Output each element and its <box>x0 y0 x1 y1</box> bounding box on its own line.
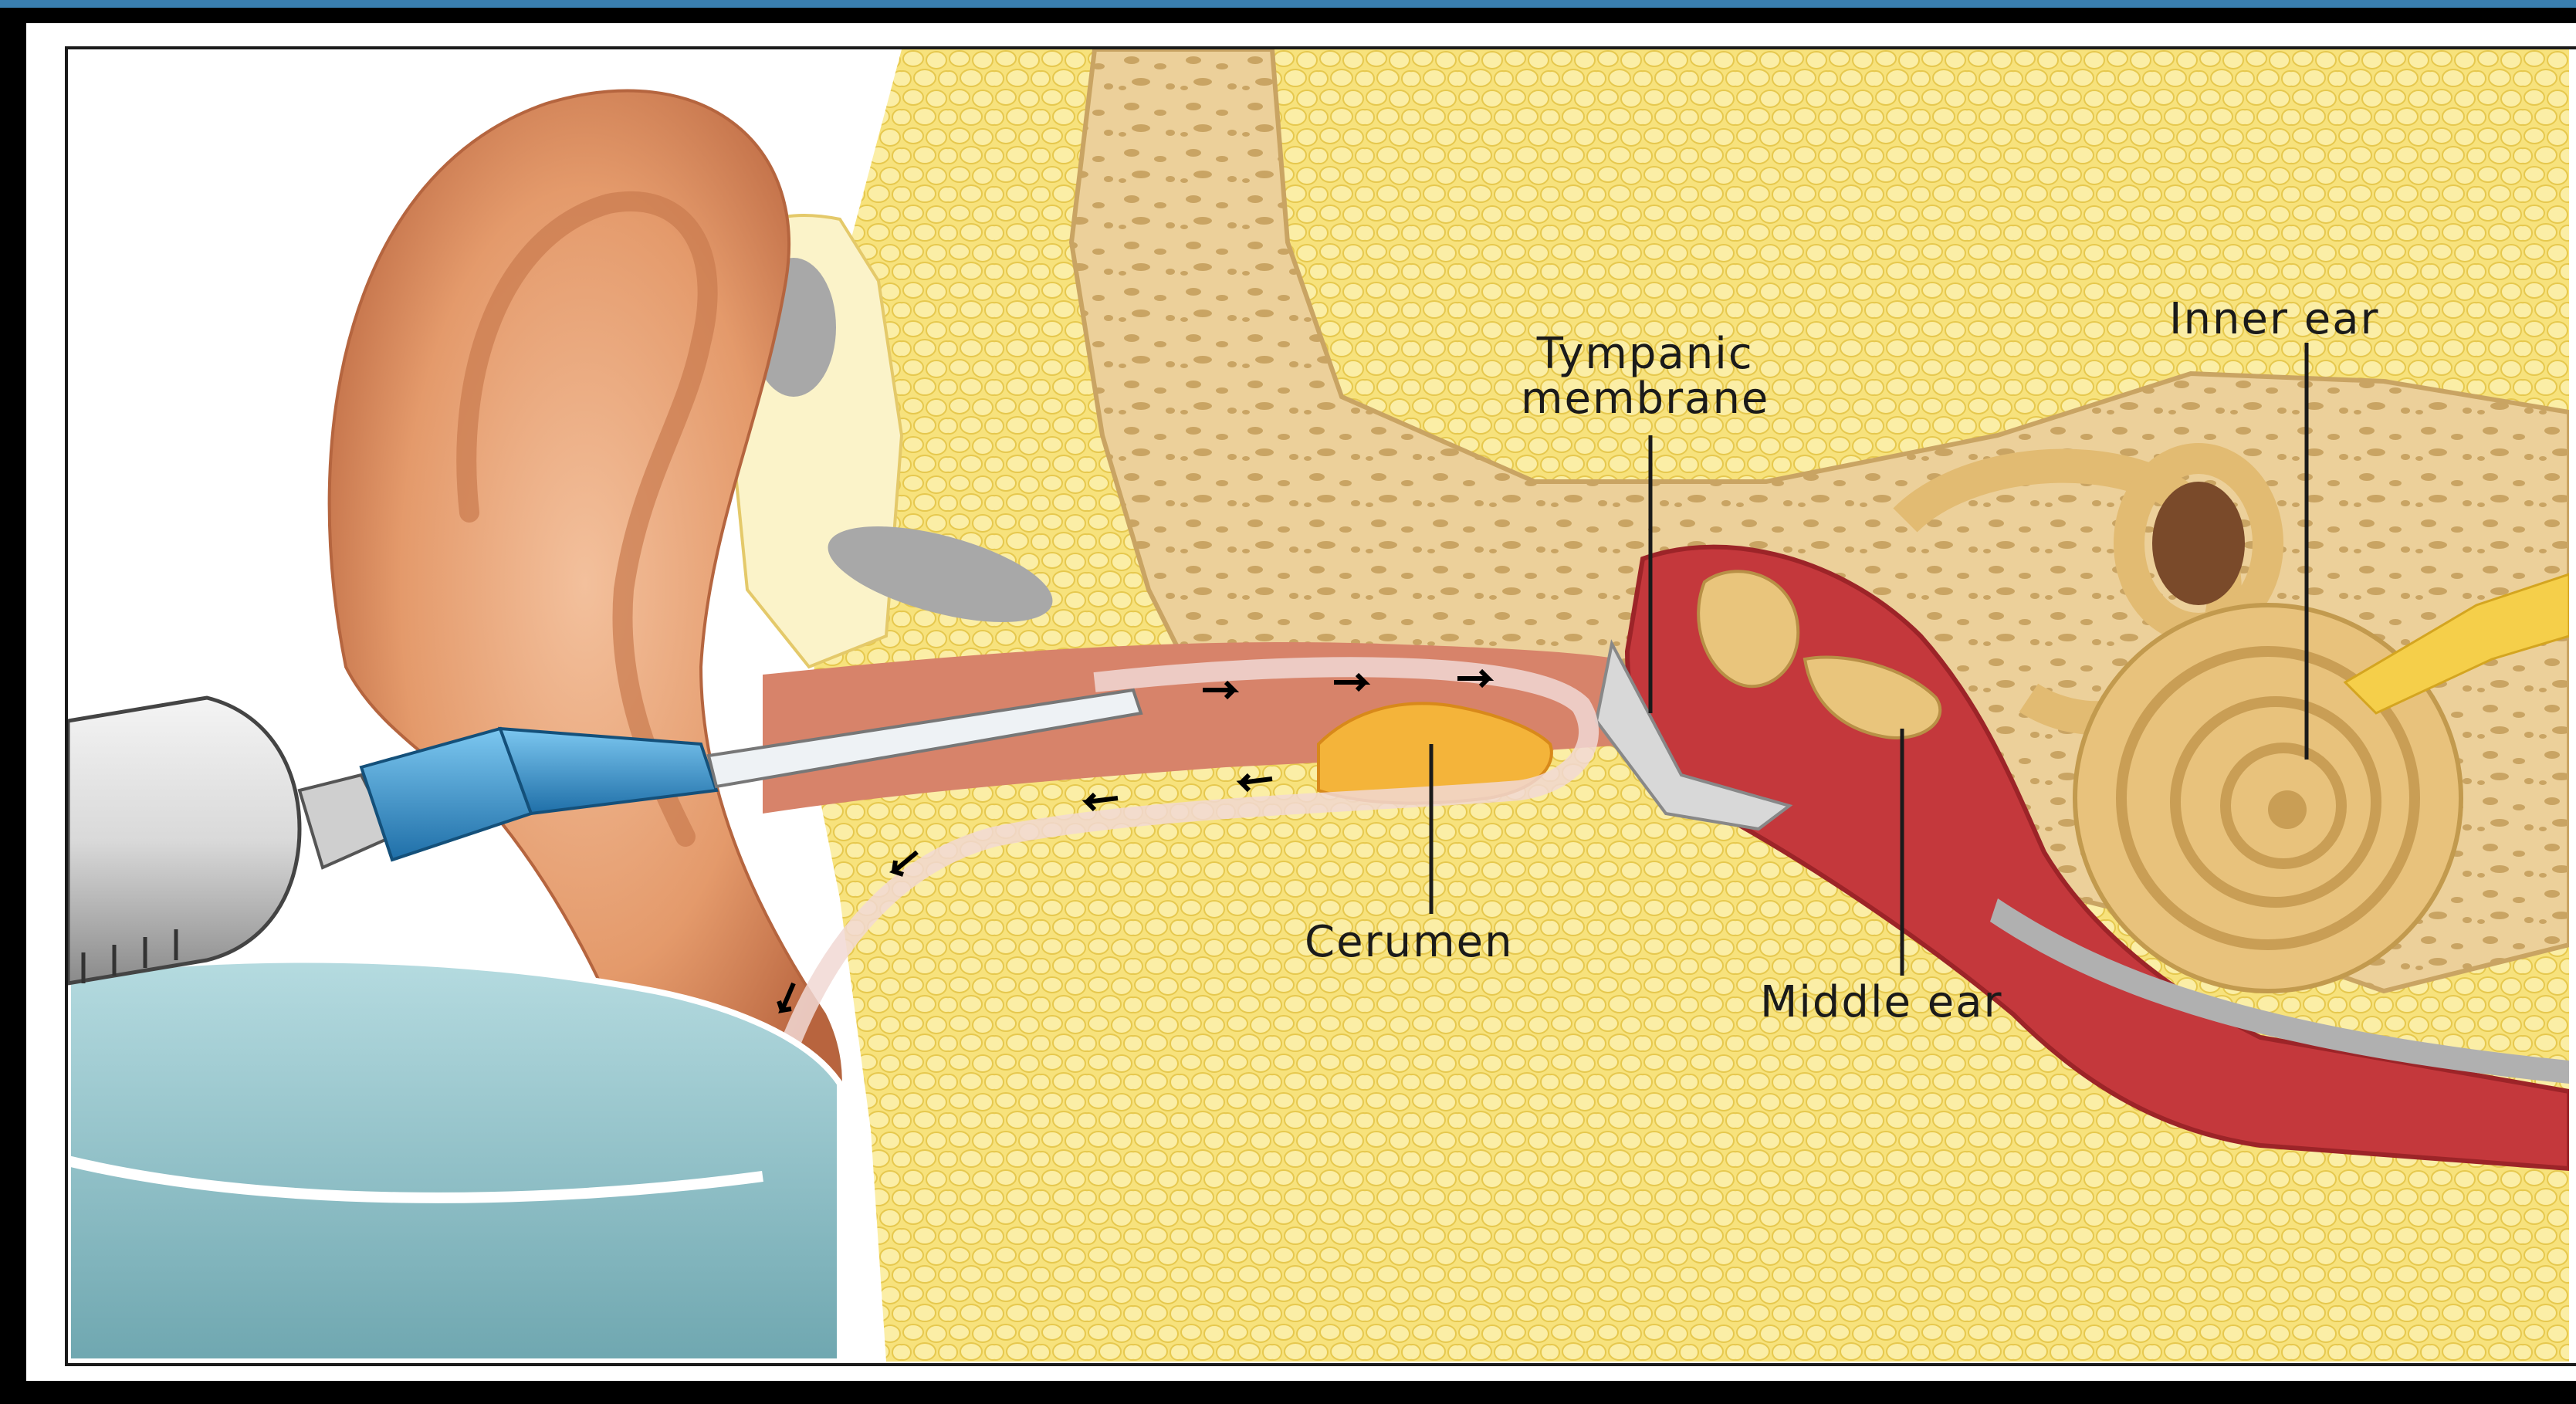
middle-ear-label: Middle ear <box>1760 980 2003 1025</box>
ear-irrigation-illustration <box>68 49 2569 1362</box>
top-accent-bar <box>0 0 2576 8</box>
tympanic-membrane-label: Tympanic membrane <box>1521 332 1769 421</box>
basin <box>68 960 840 1362</box>
inner-ear-label: Inner ear <box>2169 297 2380 342</box>
cochlea-center <box>2268 790 2307 829</box>
tympanic-label-line2: membrane <box>1521 377 1769 421</box>
canal-lumen <box>2152 482 2245 605</box>
tympanic-label-line1: Tympanic <box>1521 332 1769 377</box>
cerumen-label: Cerumen <box>1305 920 1514 965</box>
